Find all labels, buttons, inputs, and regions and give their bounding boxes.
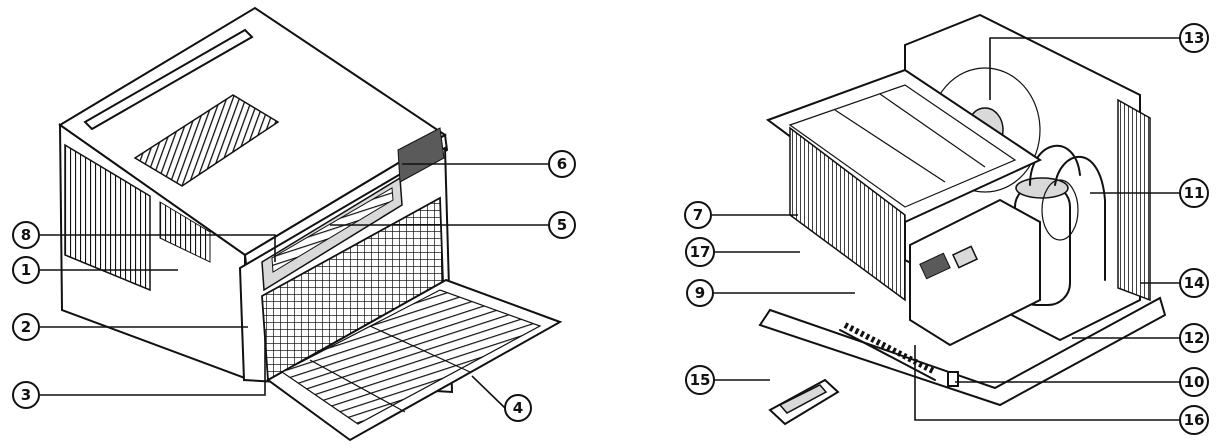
side-louvers bbox=[64, 143, 151, 292]
callout-15: 15 bbox=[685, 365, 715, 395]
callout-5-label: 5 bbox=[557, 216, 567, 234]
callout-8-label: 8 bbox=[21, 226, 31, 244]
leader-13 bbox=[989, 37, 1180, 100]
side-louvers-small bbox=[159, 201, 211, 263]
callout-14: 14 bbox=[1179, 268, 1209, 298]
callout-12: 12 bbox=[1179, 323, 1209, 353]
callout-17-label: 17 bbox=[690, 243, 711, 261]
callout-9-label: 9 bbox=[695, 284, 705, 302]
evaporator-coil bbox=[789, 126, 906, 302]
callouts: 1 2 3 4 5 6 7 8 9 10 11 12 13 14 15 16 1… bbox=[12, 23, 1209, 435]
callout-3: 3 bbox=[12, 381, 40, 409]
leader-4 bbox=[471, 375, 506, 409]
heater-coil bbox=[843, 322, 937, 375]
door-divider-2 bbox=[369, 325, 471, 373]
control-panel bbox=[397, 127, 445, 183]
callout-6: 6 bbox=[548, 150, 576, 178]
callout-1: 1 bbox=[12, 256, 40, 284]
door-divider bbox=[309, 359, 406, 413]
callout-12-label: 12 bbox=[1184, 329, 1205, 347]
callout-2-label: 2 bbox=[21, 318, 31, 336]
callout-16: 16 bbox=[1179, 405, 1209, 435]
callout-10: 10 bbox=[1179, 367, 1209, 397]
base-pan bbox=[758, 296, 1167, 407]
discharge-louvers bbox=[271, 187, 394, 273]
callout-16-label: 16 bbox=[1184, 411, 1205, 429]
top-rail bbox=[83, 28, 254, 131]
callout-5: 5 bbox=[548, 211, 576, 239]
accumulator bbox=[1041, 179, 1079, 241]
internal-unit bbox=[758, 13, 1167, 426]
callout-15-label: 15 bbox=[690, 371, 711, 389]
callout-11-label: 11 bbox=[1184, 184, 1205, 202]
callout-3-label: 3 bbox=[21, 386, 31, 404]
control-knob bbox=[951, 245, 979, 269]
callout-14-label: 14 bbox=[1184, 274, 1205, 292]
callout-13-label: 13 bbox=[1184, 29, 1205, 47]
callout-4: 4 bbox=[504, 394, 532, 422]
callout-7-label: 7 bbox=[693, 206, 703, 224]
callout-17: 17 bbox=[685, 237, 715, 267]
leader-lines bbox=[40, 37, 1180, 421]
callout-10-label: 10 bbox=[1184, 373, 1205, 391]
condenser-coil bbox=[1117, 98, 1151, 302]
leader-16 bbox=[914, 345, 1180, 421]
remote-buttons bbox=[778, 384, 828, 414]
callout-13: 13 bbox=[1179, 23, 1209, 53]
leader-8-visible bbox=[40, 234, 276, 262]
control-switch bbox=[919, 252, 951, 280]
top-vent bbox=[133, 94, 280, 187]
callout-2: 2 bbox=[12, 313, 40, 341]
front-unit bbox=[58, 6, 563, 442]
callout-11: 11 bbox=[1179, 178, 1209, 208]
inlet-grille-slats bbox=[280, 289, 542, 425]
drain-plug bbox=[947, 371, 959, 387]
callout-8-visible: 8 bbox=[12, 221, 40, 249]
callout-9: 9 bbox=[686, 279, 714, 307]
callout-7: 7 bbox=[684, 201, 712, 229]
leader-3 bbox=[40, 330, 266, 396]
compressor-top bbox=[1015, 177, 1069, 199]
callout-1-label: 1 bbox=[21, 261, 31, 279]
control-box bbox=[909, 198, 1041, 347]
heater-element bbox=[839, 329, 936, 381]
panel-seam-1 bbox=[834, 109, 946, 183]
callout-6-label: 6 bbox=[557, 155, 567, 173]
callout-4-label: 4 bbox=[513, 399, 523, 417]
panel-seam-2 bbox=[879, 93, 986, 168]
housing-panels bbox=[788, 84, 1017, 208]
